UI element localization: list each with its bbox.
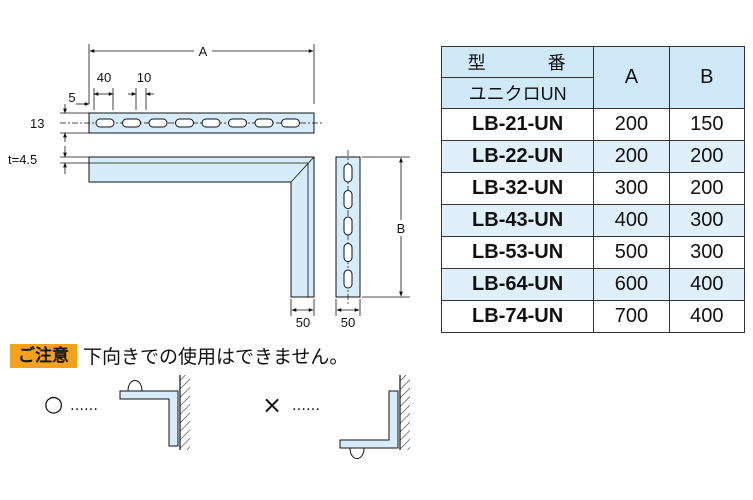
dimension-b: B bbox=[362, 156, 410, 298]
a-cell: 200 bbox=[593, 140, 670, 173]
model-cell: LB-21-UN bbox=[440, 108, 595, 141]
header-a: A bbox=[593, 46, 670, 109]
dimension-a: A bbox=[88, 43, 315, 104]
dimension-hole-length: 10 bbox=[128, 70, 154, 110]
dimension-b-label: B bbox=[397, 221, 406, 236]
slot-hole bbox=[254, 118, 274, 128]
flange-b-label: 50 bbox=[341, 315, 355, 330]
b-cell: 400 bbox=[668, 268, 746, 301]
model-cell: LB-64-UN bbox=[440, 268, 595, 301]
ng-symbol: × bbox=[262, 391, 282, 419]
table-header-row: 型 番 A B bbox=[440, 46, 746, 109]
bracket-front-view bbox=[335, 150, 361, 305]
model-cell: LB-74-UN bbox=[440, 300, 595, 333]
slot-hole bbox=[148, 118, 168, 128]
a-cell: 200 bbox=[593, 108, 670, 141]
table-header-row-2: ユニクロUN bbox=[440, 77, 745, 109]
slot-hole bbox=[175, 118, 194, 128]
usage-incorrect: × …… bbox=[262, 375, 410, 459]
a-cell: 700 bbox=[593, 300, 670, 333]
width-label: 13 bbox=[30, 116, 44, 131]
slot-hole bbox=[95, 118, 115, 128]
header-b: B bbox=[668, 46, 746, 109]
usage-notice: ご注意 下向きでの使用はできません。 bbox=[10, 342, 348, 369]
dimension-a-label: A bbox=[199, 44, 208, 59]
bracket-side-view bbox=[88, 156, 315, 298]
notice-badge: ご注意 bbox=[10, 343, 77, 368]
usage-correct: ○ …… bbox=[44, 375, 190, 450]
dimension-thickness: t=4.5 bbox=[8, 146, 89, 174]
ng-leader: …… bbox=[292, 398, 320, 414]
thickness-label: t=4.5 bbox=[8, 152, 37, 167]
slot-hole bbox=[343, 243, 353, 262]
header-series: ユニクロUN bbox=[440, 77, 595, 109]
model-cell: LB-53-UN bbox=[440, 236, 595, 269]
bracket-top-view bbox=[60, 112, 324, 134]
b-cell: 300 bbox=[668, 204, 746, 237]
dimension-edge-offset: 5 bbox=[68, 90, 90, 106]
model-cell: LB-43-UN bbox=[440, 204, 595, 237]
model-cell: LB-22-UN bbox=[440, 140, 595, 173]
a-cell: 300 bbox=[593, 172, 670, 205]
dimension-flange-b: 50 bbox=[335, 299, 361, 330]
hole-pitch-label: 40 bbox=[97, 70, 111, 85]
b-cell: 200 bbox=[668, 172, 746, 205]
b-cell: 400 bbox=[668, 300, 746, 333]
b-cell: 200 bbox=[668, 140, 746, 173]
header-type: 型 番 bbox=[440, 46, 595, 78]
b-cell: 150 bbox=[668, 108, 746, 141]
model-cell: LB-32-UN bbox=[440, 172, 595, 205]
slot-hole bbox=[201, 118, 221, 128]
slot-hole bbox=[343, 269, 353, 289]
a-cell: 600 bbox=[593, 268, 670, 301]
ok-leader: …… bbox=[70, 398, 98, 414]
ok-symbol: ○ bbox=[44, 392, 63, 417]
slot-hole bbox=[122, 118, 141, 128]
a-cell: 500 bbox=[593, 236, 670, 269]
slot-hole bbox=[343, 190, 353, 209]
slot-hole bbox=[343, 163, 353, 183]
a-cell: 400 bbox=[593, 204, 670, 237]
slot-hole bbox=[281, 118, 300, 128]
b-cell: 300 bbox=[668, 236, 746, 269]
dimension-width: 13 bbox=[30, 104, 89, 142]
slot-hole bbox=[343, 216, 353, 236]
dimension-hole-pitch: 40 bbox=[93, 70, 114, 110]
edge-offset-label: 5 bbox=[68, 90, 75, 105]
notice-text: 下向きでの使用はできません。 bbox=[83, 346, 349, 368]
slot-hole bbox=[228, 118, 247, 128]
dimension-flange-a: 50 bbox=[290, 299, 315, 330]
hole-length-label: 10 bbox=[137, 70, 151, 85]
flange-a-label: 50 bbox=[296, 315, 310, 330]
